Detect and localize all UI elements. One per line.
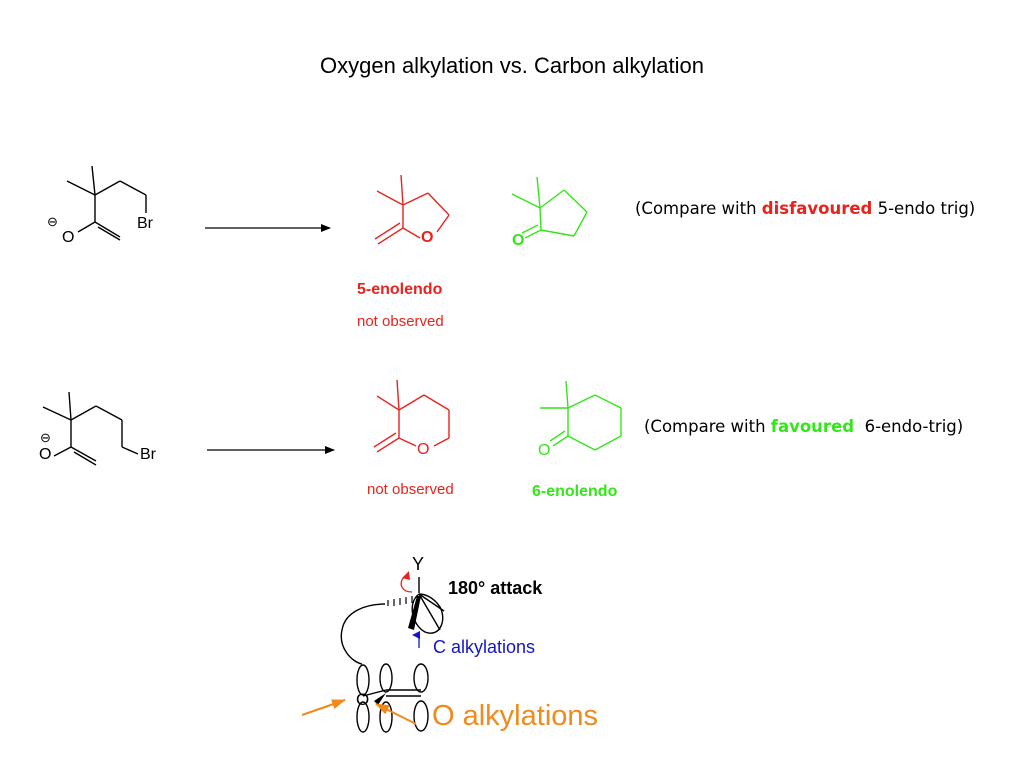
row1-charge: ⊖ bbox=[47, 214, 58, 229]
row1-o-product-oxygen: O bbox=[421, 229, 434, 246]
row2-c-product-oxygen: O bbox=[538, 442, 551, 459]
page-title: Oxygen alkylation vs. Carbon alkylation bbox=[320, 53, 704, 78]
row1-o-product bbox=[374, 174, 450, 245]
row2-c-product bbox=[540, 380, 622, 451]
mechanism-drawing bbox=[340, 577, 445, 733]
row1-c-product bbox=[511, 176, 588, 239]
row2-o-product-oxygen: O bbox=[417, 441, 430, 458]
row1-compare-highlight: disfavoured bbox=[761, 199, 873, 218]
row1-oxygen: O bbox=[62, 229, 75, 246]
mechanism-oxygen: O bbox=[356, 690, 370, 709]
row1-compare-prefix: (Compare with bbox=[635, 199, 762, 218]
row2-compare-suffix: 6-endo-trig) bbox=[854, 417, 964, 436]
row2-oxygen: O bbox=[39, 446, 52, 463]
row2-compare-highlight: favoured bbox=[770, 417, 855, 436]
row1-compare-suffix: 5-endo trig) bbox=[872, 199, 976, 218]
row1-product-label: 5-enolendo bbox=[357, 281, 443, 298]
row1-c-product-oxygen: O bbox=[512, 232, 525, 249]
leaving-group-arrow bbox=[400, 576, 413, 593]
row2-charge: ⊖ bbox=[40, 430, 51, 445]
c-alkylation-label: C alkylations bbox=[433, 637, 536, 657]
o-alkylation-label: O alkylations bbox=[432, 700, 599, 732]
attack-label: 180° attack bbox=[448, 578, 543, 598]
row1-compare-note: (Compare with disfavoured 5-endo trig) bbox=[635, 199, 975, 218]
row2-compare-note: (Compare with favoured 6-endo-trig) bbox=[644, 417, 963, 436]
leaving-group-label: Y bbox=[412, 554, 425, 574]
row1-reactant bbox=[66, 165, 147, 241]
row2-product-status: not observed bbox=[367, 481, 454, 498]
row2-compare-prefix: (Compare with bbox=[644, 417, 771, 436]
row2-product-label: 6-enolendo bbox=[532, 483, 618, 500]
row2-reactant bbox=[42, 391, 139, 466]
row2-o-product bbox=[373, 379, 450, 453]
row1-bromine: Br bbox=[137, 215, 153, 232]
o-alkylation-arrow-left bbox=[301, 699, 346, 716]
row2-bromine: Br bbox=[140, 446, 156, 463]
o-alkylation-arrow-right bbox=[375, 703, 417, 725]
row1-product-status: not observed bbox=[357, 313, 444, 330]
